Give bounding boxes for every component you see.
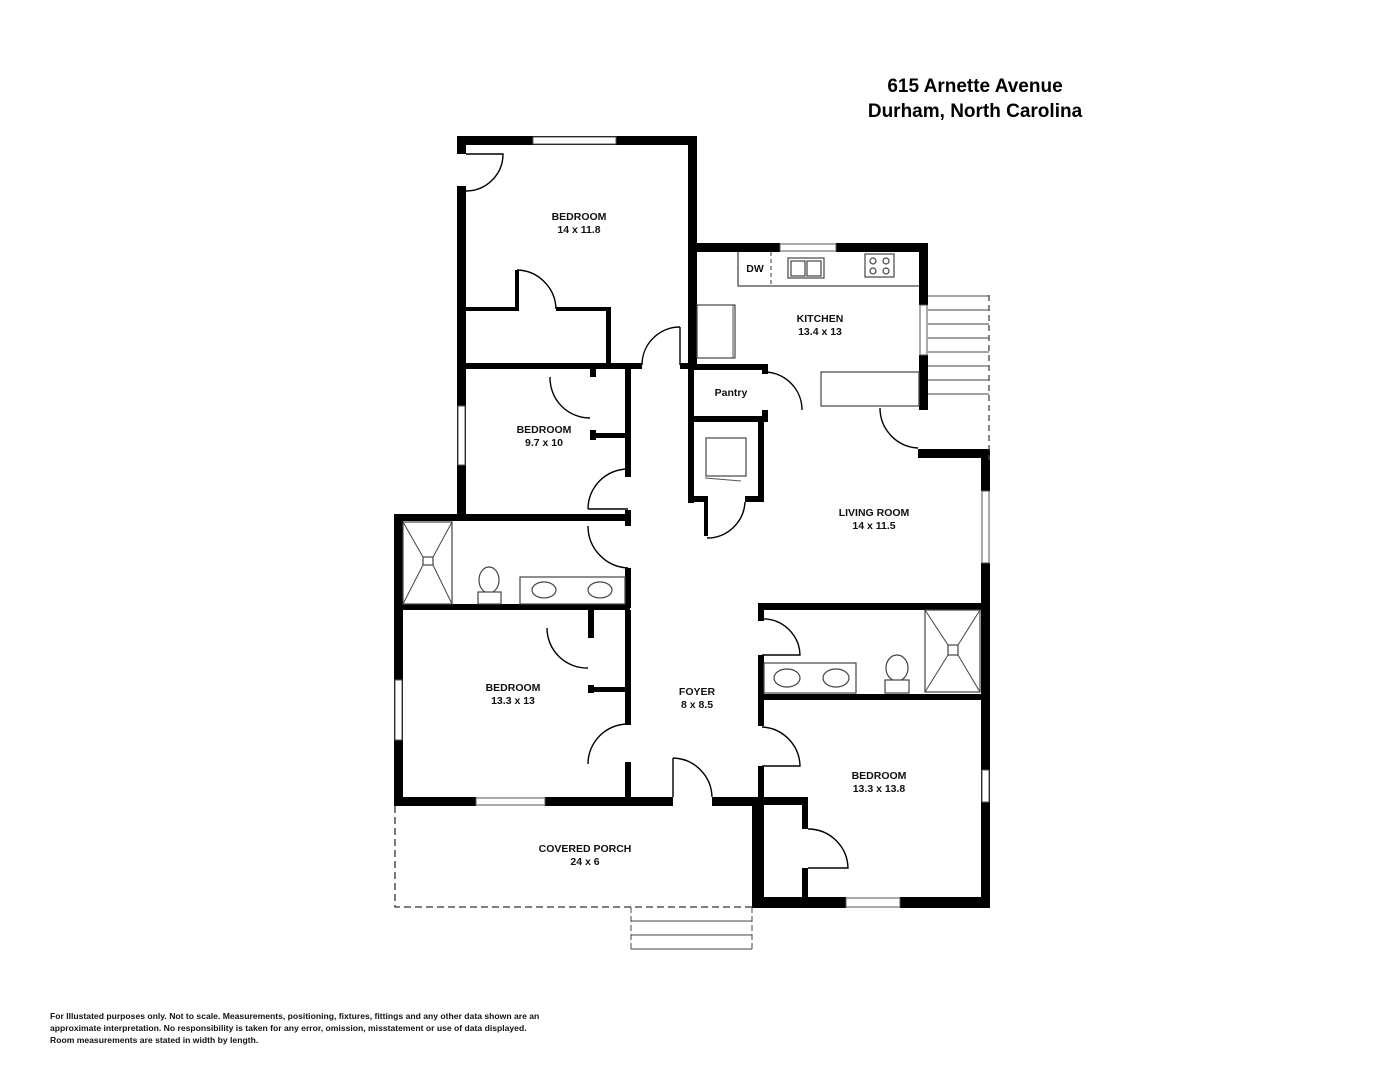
kitchen-island bbox=[820, 371, 920, 407]
disclaimer-line-1: For Illustated purposes only. Not to sca… bbox=[50, 1011, 540, 1021]
svg-text:BEDROOM: BEDROOM bbox=[552, 211, 607, 223]
room-pantry: Pantry bbox=[715, 387, 748, 399]
double-vanity-icon bbox=[519, 576, 626, 605]
refrigerator-icon bbox=[696, 304, 736, 359]
room-bedroom-4: BEDROOM 13.3 x 13.8 bbox=[852, 770, 907, 795]
kitchen-fixtures: DW bbox=[696, 252, 920, 482]
disclaimer-line-2: approximate interpretation. No responsib… bbox=[50, 1023, 527, 1033]
svg-text:13.3 x 13.8: 13.3 x 13.8 bbox=[853, 783, 906, 795]
svg-text:24 x 6: 24 x 6 bbox=[570, 856, 599, 868]
walls bbox=[394, 136, 990, 908]
disclaimer: For Illustated purposes only. Not to sca… bbox=[50, 1010, 570, 1046]
svg-text:14 x 11.5: 14 x 11.5 bbox=[852, 520, 895, 532]
double-vanity-icon bbox=[763, 662, 857, 694]
room-labels: BEDROOM 14 x 11.8 KITCHEN 13.4 x 13 Pant… bbox=[486, 211, 910, 868]
washer-dryer-icon bbox=[704, 437, 747, 482]
svg-text:Pantry: Pantry bbox=[715, 387, 748, 399]
svg-text:LIVING ROOM: LIVING ROOM bbox=[839, 507, 910, 519]
property-address: 615 Arnette Avenue Durham, North Carolin… bbox=[830, 74, 1120, 124]
east-deck-stairs bbox=[928, 295, 990, 460]
room-bedroom-2: BEDROOM 9.7 x 10 bbox=[517, 424, 572, 449]
room-kitchen: KITCHEN 13.4 x 13 bbox=[797, 313, 844, 338]
svg-text:COVERED PORCH: COVERED PORCH bbox=[539, 843, 632, 855]
room-bedroom-1: BEDROOM 14 x 11.8 bbox=[552, 211, 607, 236]
shower-icon bbox=[924, 609, 981, 693]
svg-text:BEDROOM: BEDROOM bbox=[852, 770, 907, 782]
stove-icon bbox=[864, 253, 895, 278]
address-street: 615 Arnette Avenue bbox=[887, 76, 1063, 97]
address-city-state: Durham, North Carolina bbox=[867, 101, 1083, 122]
room-foyer: FOYER 8 x 8.5 bbox=[679, 686, 716, 711]
svg-text:8 x 8.5: 8 x 8.5 bbox=[681, 699, 713, 711]
dishwasher-label: DW bbox=[746, 263, 764, 275]
room-covered-porch: COVERED PORCH 24 x 6 bbox=[539, 843, 632, 868]
svg-text:FOYER: FOYER bbox=[679, 686, 716, 698]
bath-1-fixtures bbox=[402, 521, 626, 605]
room-living-room: LIVING ROOM 14 x 11.5 bbox=[839, 507, 910, 532]
windows bbox=[394, 136, 990, 908]
disclaimer-line-3: Room measurements are stated in width by… bbox=[50, 1035, 259, 1045]
shower-icon bbox=[402, 521, 453, 605]
doors bbox=[465, 153, 919, 869]
toilet-icon bbox=[884, 654, 910, 694]
covered-porch-outline bbox=[394, 806, 753, 950]
bath-2-fixtures bbox=[763, 609, 981, 694]
toilet-icon bbox=[477, 566, 502, 605]
svg-text:BEDROOM: BEDROOM bbox=[517, 424, 572, 436]
svg-text:9.7 x 10: 9.7 x 10 bbox=[525, 437, 563, 449]
svg-text:BEDROOM: BEDROOM bbox=[486, 682, 541, 694]
svg-text:13.3 x 13: 13.3 x 13 bbox=[491, 695, 535, 707]
kitchen-sink-icon bbox=[787, 257, 825, 279]
svg-text:14 x 11.8: 14 x 11.8 bbox=[557, 224, 600, 236]
svg-text:KITCHEN: KITCHEN bbox=[797, 313, 844, 325]
room-bedroom-3: BEDROOM 13.3 x 13 bbox=[486, 682, 541, 707]
svg-text:13.4 x 13: 13.4 x 13 bbox=[798, 326, 842, 338]
